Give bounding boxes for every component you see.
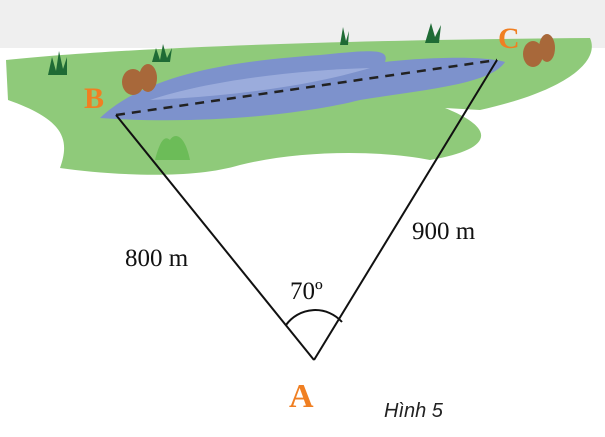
figure-caption: Hình 5 — [384, 400, 443, 422]
pond-highlight — [150, 68, 370, 100]
side-AB-length: 800 m — [125, 245, 189, 272]
point-B-label: B — [84, 82, 105, 115]
angle-A-arc — [285, 309, 343, 326]
bush-icon — [48, 23, 441, 75]
segment-AC — [313, 59, 498, 361]
point-A-label: A — [289, 378, 314, 415]
rock-icon — [122, 34, 555, 95]
grass-tuft-icon — [155, 136, 190, 160]
point-C-label: C — [498, 22, 520, 55]
segment-BC — [115, 58, 498, 117]
side-AC-length: 900 m — [412, 218, 476, 245]
angle-A-value: 70º — [290, 278, 323, 305]
segment-AB — [115, 114, 315, 361]
